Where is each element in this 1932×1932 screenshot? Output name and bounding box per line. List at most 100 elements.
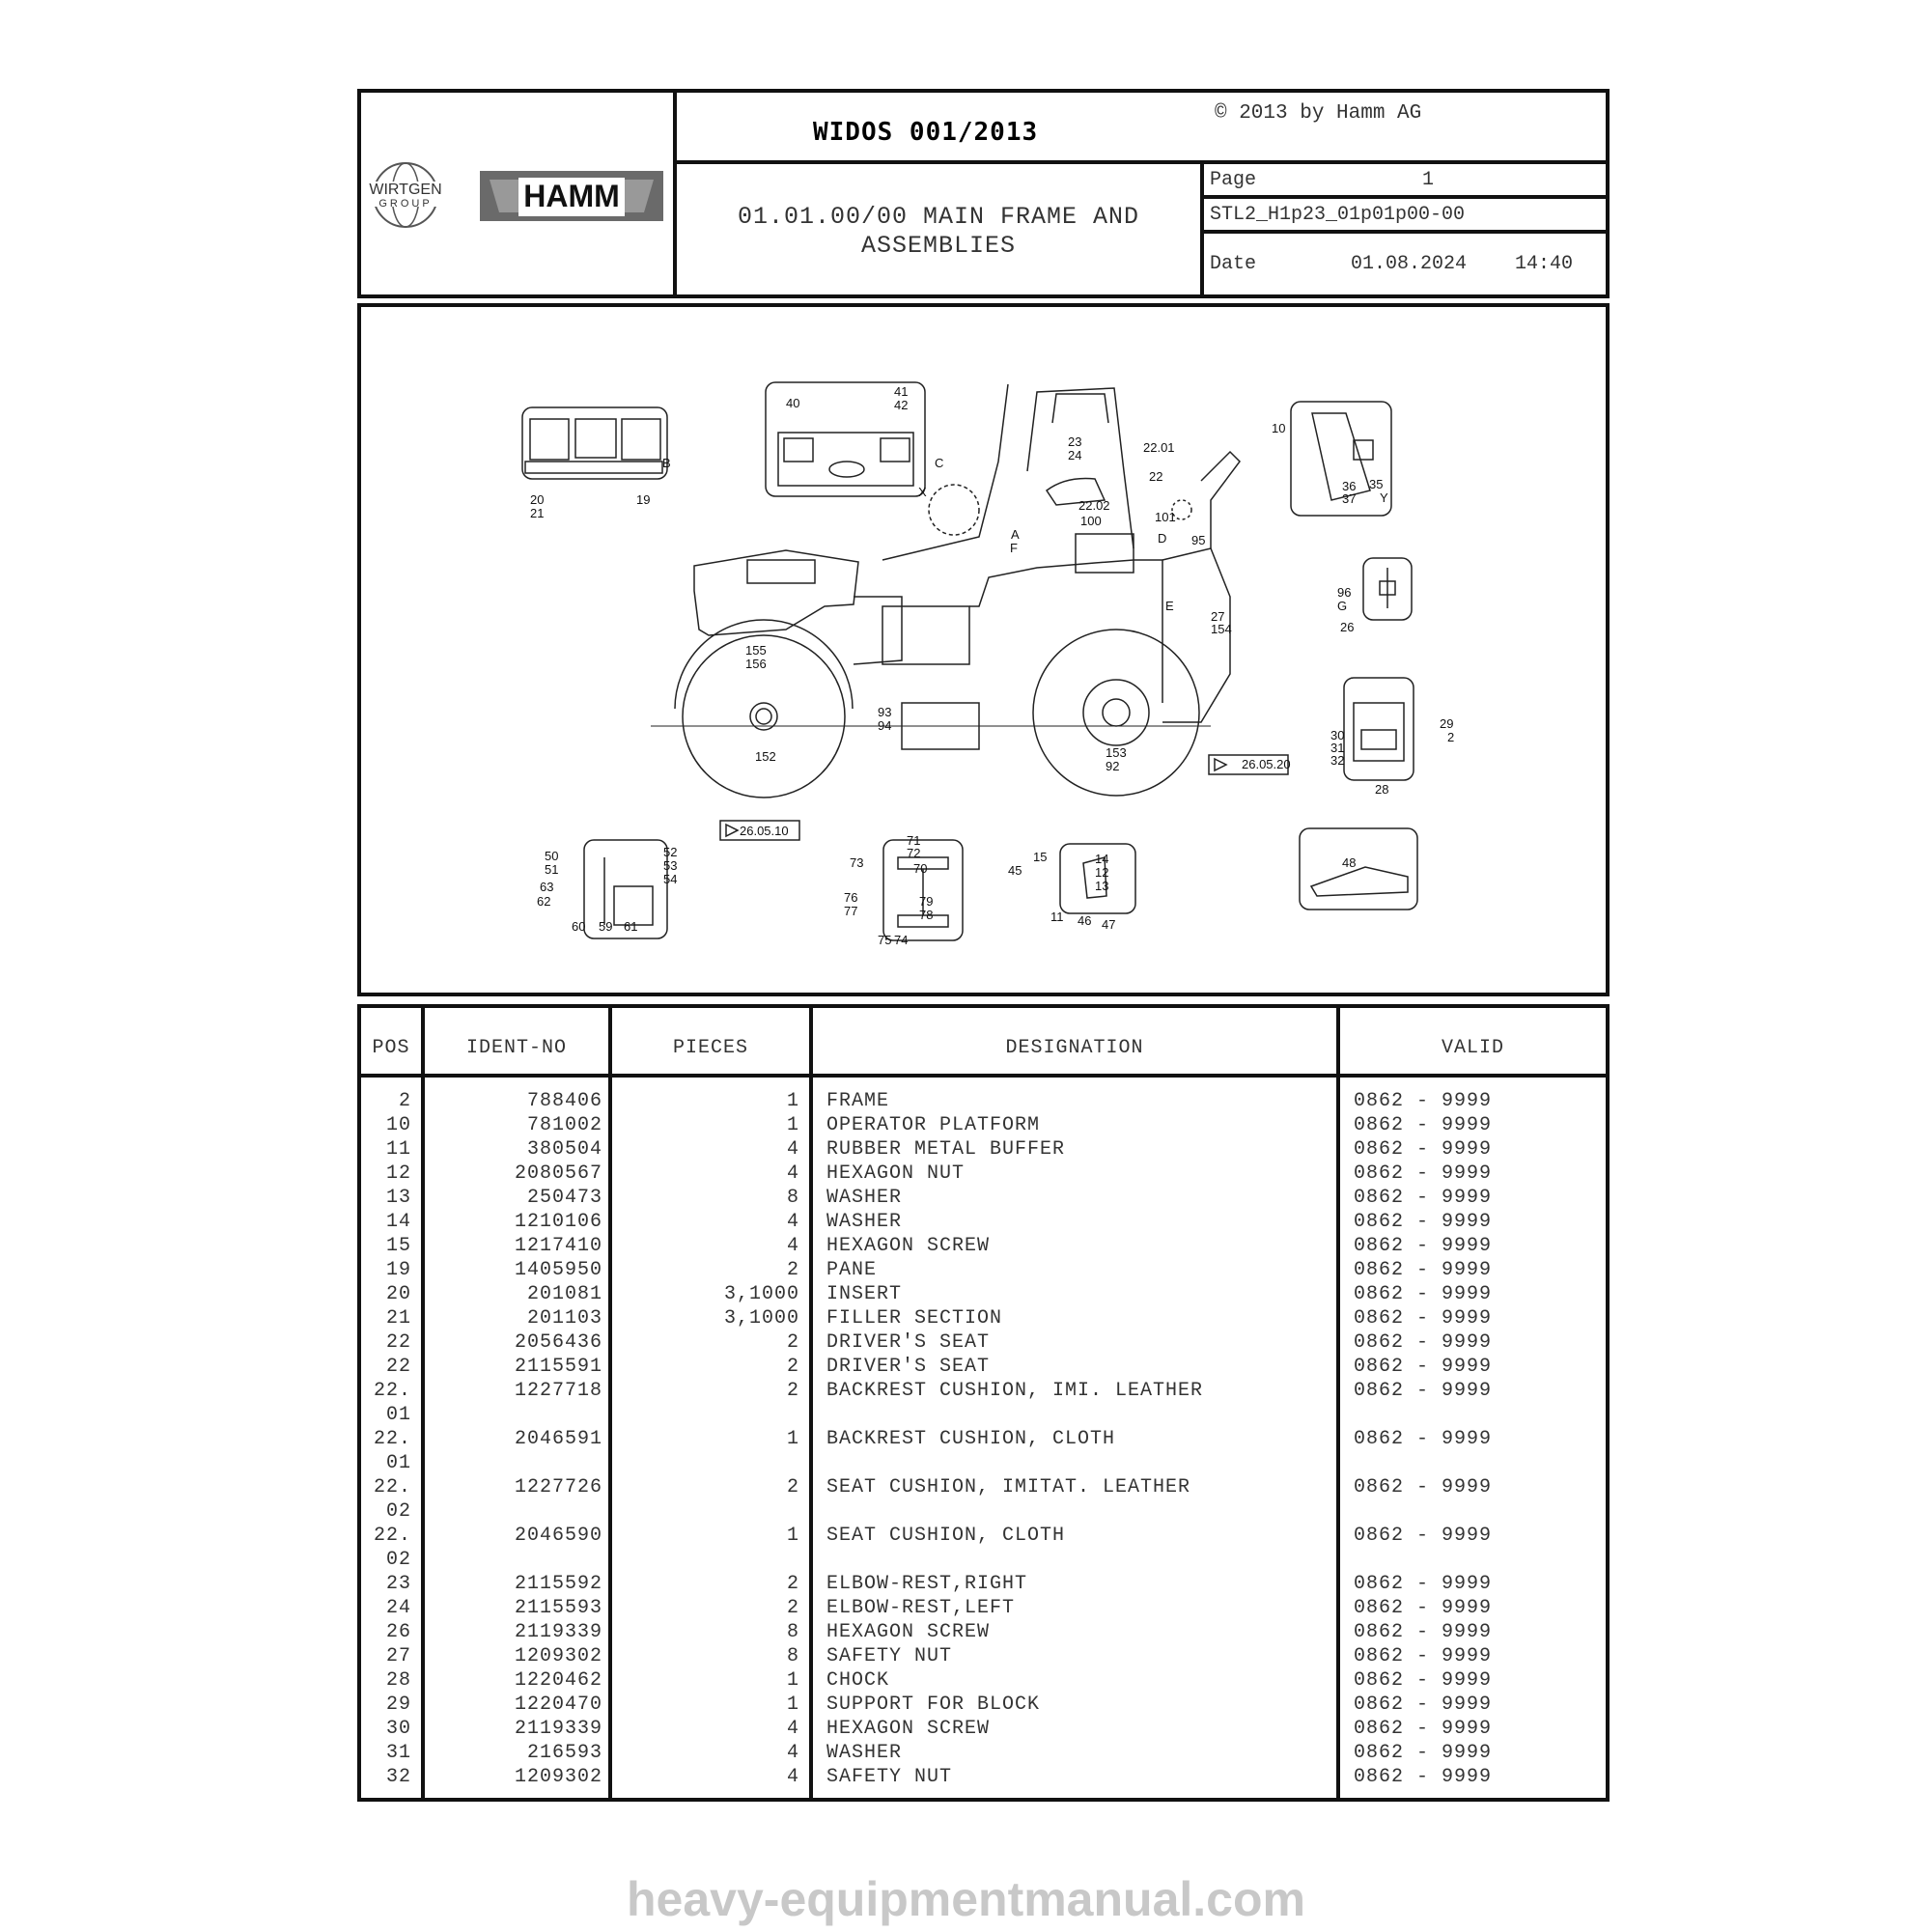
time-value: 14:40 (1515, 253, 1574, 275)
row-pos: 31 (385, 1742, 411, 1764)
row-designation: DRIVER'S SEAT (826, 1331, 991, 1354)
row-pieces: 3,1000 (723, 1307, 799, 1330)
callout-label: 31 (1330, 741, 1344, 755)
document-title: WIDOS 001/2013 (813, 118, 1039, 147)
callout-label: 21 (530, 506, 544, 520)
callout-label: 24 (1068, 448, 1081, 462)
detail-x (1299, 827, 1418, 910)
row-pos: 22. (373, 1428, 411, 1450)
callout-label: 156 (745, 657, 767, 671)
callout-label: 30 (1330, 728, 1344, 742)
callout-label: G (1337, 599, 1347, 613)
row-designation: WASHER (826, 1211, 903, 1233)
row-designation: SAFETY NUT (826, 1766, 953, 1788)
row-ident-no: 2119339 (514, 1621, 602, 1643)
row-pos: 24 (385, 1597, 411, 1619)
row-pos: 11 (385, 1138, 411, 1161)
callout-label: 78 (919, 908, 933, 922)
wirtgen-logo-subtext: GROUP (378, 198, 432, 210)
column-header-pos: POS (372, 1037, 410, 1059)
callout-label: 50 (545, 849, 558, 863)
callout-label: 152 (755, 749, 776, 764)
row-designation: WASHER (826, 1742, 903, 1764)
header-divider (361, 1074, 1606, 1078)
row-ident-no: 2115591 (514, 1356, 602, 1378)
callout-label: X (918, 485, 927, 499)
row-designation: SAFETY NUT (826, 1645, 953, 1667)
detail-y (1290, 401, 1392, 517)
detail-f (583, 839, 668, 939)
ref-box-26-05-20 (1208, 754, 1289, 775)
callout-label: 72 (907, 846, 920, 860)
callout-label: 75 (878, 933, 891, 947)
row-ident-no: 201081 (526, 1283, 602, 1305)
callout-label: 42 (894, 398, 908, 412)
row-valid: 0862 - 9999 (1354, 1187, 1493, 1209)
row-ident-no: 788406 (526, 1090, 602, 1112)
row-ident-no: 2119339 (514, 1718, 602, 1740)
row-designation: PANE (826, 1259, 878, 1281)
detail-c-panel (765, 381, 926, 497)
callout-label: 70 (913, 861, 927, 876)
row-pos-suffix: 02 (385, 1500, 411, 1523)
row-pieces: 2 (786, 1476, 799, 1498)
callout-label: 54 (663, 872, 677, 886)
row-pieces: 1 (786, 1669, 799, 1692)
row-valid: 0862 - 9999 (1354, 1235, 1493, 1257)
row-designation: OPERATOR PLATFORM (826, 1114, 1041, 1136)
row-designation: DRIVER'S SEAT (826, 1356, 991, 1378)
row-ident-no: 1227718 (514, 1380, 602, 1402)
row-valid: 0862 - 9999 (1354, 1283, 1493, 1305)
callout-label: 48 (1342, 855, 1356, 870)
row-pieces: 4 (786, 1742, 799, 1764)
row-pos: 29 (385, 1694, 411, 1716)
callout-label: 74 (894, 933, 908, 947)
stl-row: STL2_H1p23_01p01p00-00 (1204, 199, 1606, 234)
title-block: WIRTGEN GROUP HAMM WIDOS 001/2013 © 2013… (357, 89, 1610, 298)
column-divider (608, 1008, 612, 1798)
column-divider (1336, 1008, 1340, 1798)
stl-code: STL2_H1p23_01p01p00-00 (1210, 204, 1466, 226)
callout-label: C (935, 456, 943, 470)
callout-label: 11 (1050, 910, 1064, 924)
callout-label: 12 (1095, 865, 1108, 880)
callout-label: 32 (1330, 753, 1344, 768)
callout-label: 36 (1342, 479, 1356, 493)
row-pos: 15 (385, 1235, 411, 1257)
row-pos: 23 (385, 1573, 411, 1595)
row-ident-no: 1227726 (514, 1476, 602, 1498)
hamm-logo: HAMM (480, 171, 663, 221)
row-ident-no: 1209302 (514, 1645, 602, 1667)
row-ident-no: 2115593 (514, 1597, 602, 1619)
callout-label: 73 (850, 855, 863, 870)
row-pos: 26 (385, 1621, 411, 1643)
row-valid: 0862 - 9999 (1354, 1428, 1493, 1450)
row-pos: 28 (385, 1669, 411, 1692)
row-ident-no: 2056436 (514, 1331, 602, 1354)
callout-label: 51 (545, 862, 558, 877)
row-ident-no: 201103 (526, 1307, 602, 1330)
row-pos: 13 (385, 1187, 411, 1209)
callout-label: 100 (1080, 514, 1102, 528)
row-designation: FILLER SECTION (826, 1307, 1003, 1330)
callout-label: 93 (878, 705, 891, 719)
row-valid: 0862 - 9999 (1354, 1380, 1493, 1402)
row-pieces: 4 (786, 1162, 799, 1185)
row-valid: 0862 - 9999 (1354, 1694, 1493, 1716)
row-pos: 19 (385, 1259, 411, 1281)
row-pieces: 4 (786, 1211, 799, 1233)
callout-label: 71 (907, 833, 920, 848)
